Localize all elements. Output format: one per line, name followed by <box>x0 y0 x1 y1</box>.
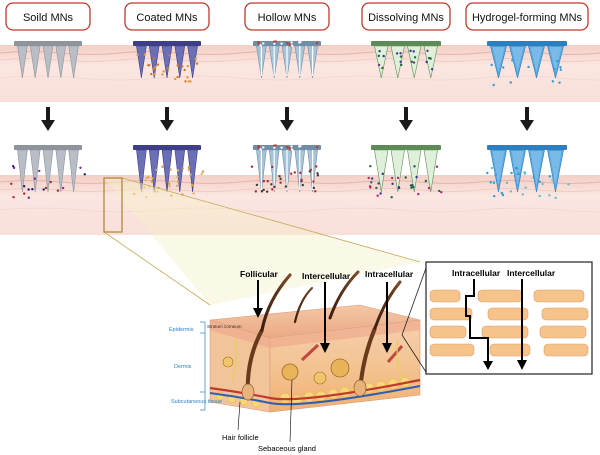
label-stratum-corneum: Stratum corneum <box>207 324 242 329</box>
label-epidermis: Epidermis <box>169 327 194 333</box>
label-intracellular: Intracellular <box>365 269 414 279</box>
down-arrow-2 <box>160 107 174 131</box>
microneedle-dissolving-array <box>371 41 441 79</box>
svg-text:Soild MNs: Soild MNs <box>23 12 74 24</box>
hair-follicle-pointer <box>237 401 241 431</box>
zoom-projection <box>103 177 421 306</box>
down-arrow-5 <box>520 107 534 131</box>
microneedle-hydrogel-array <box>487 41 567 87</box>
mn-type-label-2: Coated MNs <box>124 2 210 31</box>
svg-text:Dissolving MNs: Dissolving MNs <box>368 12 444 24</box>
mn-type-label-1: Soild MNs <box>5 2 91 31</box>
microneedle-hollow-array <box>253 40 321 79</box>
mn-type-label-4: Dissolving MNs <box>361 2 451 31</box>
svg-text:Hydrogel-forming MNs: Hydrogel-forming MNs <box>472 12 583 24</box>
inset-cell <box>539 325 587 339</box>
microneedle-hydrogel-inserted <box>486 145 570 200</box>
mn-type-label-3: Hollow MNs <box>244 2 330 31</box>
caption-sebaceous-gland: Sebaceous gland <box>258 444 316 453</box>
inset-path-arrows <box>465 279 527 370</box>
mn-type-label-5: Hydrogel-forming MNs <box>465 2 589 31</box>
inset-cell <box>429 343 475 357</box>
inset-cell <box>487 307 529 321</box>
microneedle-none-inserted <box>10 145 86 199</box>
down-arrow-3 <box>280 107 294 131</box>
inset-cell <box>477 289 523 303</box>
microneedle-none-array <box>14 41 82 79</box>
pathway-arrows <box>253 280 392 353</box>
microneedle-coated-inserted <box>132 145 205 199</box>
down-arrow-4 <box>399 107 413 131</box>
inset-cell <box>489 343 531 357</box>
microneedle-coated-array <box>133 41 201 83</box>
inset-label-intercellular: Intercellular <box>507 268 556 278</box>
microneedle-dissolving-inserted <box>367 145 443 199</box>
zoom-box <box>103 177 123 233</box>
down-arrow-1 <box>41 107 55 131</box>
inset-cell <box>429 325 467 339</box>
caption-hair-follicle: Hair follicle <box>222 433 259 442</box>
label-follicular: Follicular <box>240 269 278 279</box>
svg-text:Hollow MNs: Hollow MNs <box>258 12 317 24</box>
label-intercellular: Intercellular <box>302 271 351 281</box>
svg-text:Coated MNs: Coated MNs <box>136 12 198 24</box>
microneedle-hollow-inserted <box>250 144 321 193</box>
sebaceous-pointer <box>289 379 293 443</box>
inset-cell <box>543 343 589 357</box>
label-dermis: Dermis <box>174 364 192 370</box>
inset-cell <box>481 325 529 339</box>
label-subcutaneous: Subcutaneous tissue <box>171 399 222 405</box>
inset-cell <box>541 307 589 321</box>
inset-cell <box>429 289 461 303</box>
layer-brackets <box>200 321 206 411</box>
inset-cell <box>533 289 585 303</box>
inset-cell <box>429 307 473 321</box>
inset-label-intracellular: Intracellular <box>452 268 501 278</box>
